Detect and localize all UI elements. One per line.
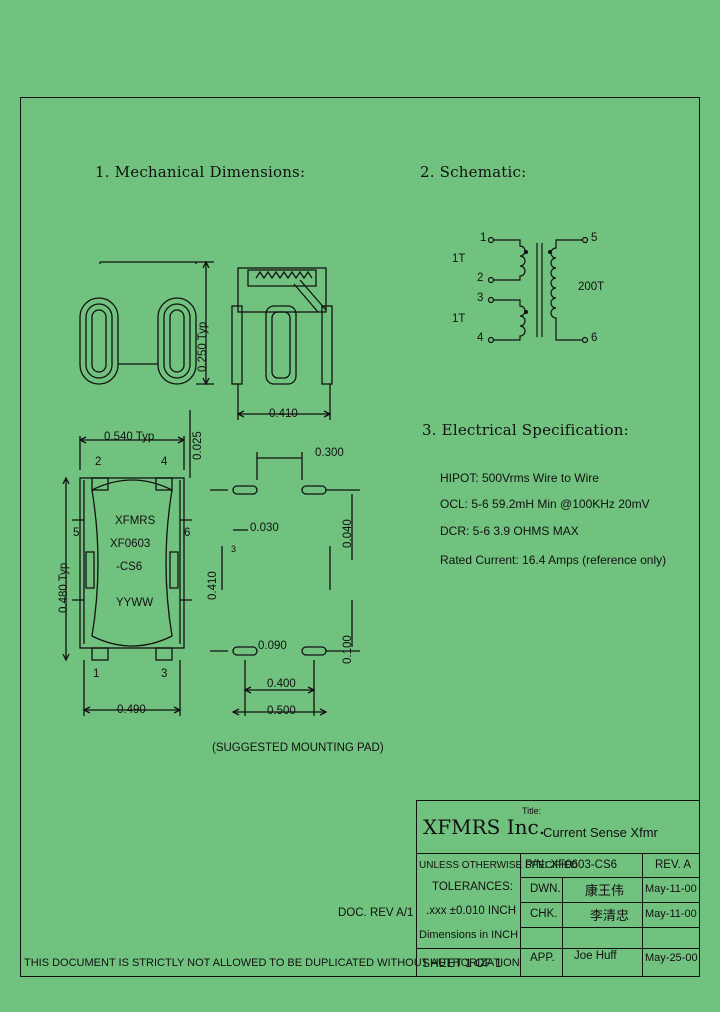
pin-label-4: 4 <box>161 456 168 468</box>
tb-rule <box>562 877 563 977</box>
checked-by: 李清忠 <box>590 908 630 923</box>
tolerances-label: TOLERANCES: <box>432 881 513 893</box>
tb-rule <box>642 853 643 977</box>
pin-5-terminal <box>581 236 589 244</box>
tb-rule <box>520 877 700 878</box>
approved-date: May-25-00 <box>645 952 698 964</box>
mechanical-dimensions-heading: 1. Mechanical Dimensions: <box>95 163 306 181</box>
pin-2-terminal <box>487 276 495 284</box>
marking-line-4: YYWW <box>116 597 154 609</box>
pin-6-terminal <box>581 336 589 344</box>
marking-line-1: XFMRS <box>115 515 156 527</box>
title-block <box>416 800 700 977</box>
drawn-date: May-11-00 <box>645 883 697 895</box>
pin-1-label: 1 <box>480 232 487 244</box>
pad-2 <box>91 477 109 491</box>
checked-label: CHK. <box>530 908 558 920</box>
pin-label-3: 3 <box>161 668 168 680</box>
pin-2-label: 2 <box>477 272 484 284</box>
dcr-spec: DCR: 5-6 3.9 OHMS MAX <box>440 524 579 538</box>
sheet-count: SHEET 1 OF 1 <box>422 956 502 970</box>
checked-date: May-11-00 <box>645 908 697 920</box>
pad-3 <box>155 647 173 661</box>
ocl-spec: OCL: 5-6 59.2mH Min @100KHz 20mV <box>440 497 650 511</box>
pin-label-2: 2 <box>95 456 102 468</box>
dim-0040: 0.040 <box>342 519 354 548</box>
tb-rule <box>520 853 521 977</box>
electrical-spec-heading: 3. Electrical Specification: <box>422 421 629 439</box>
drawn-label: DWN. <box>530 883 561 895</box>
dim-0540-typ: 0.540 Typ <box>104 431 155 443</box>
pin-5-label: 5 <box>591 232 598 244</box>
polarity-dot <box>524 250 528 254</box>
drawing-frame <box>20 97 700 977</box>
company-name: XFMRS Inc. <box>423 815 546 839</box>
dim-0030: 0.030 <box>250 522 279 534</box>
dim-0410-pad: 0.410 <box>207 571 219 600</box>
pin-4-terminal <box>487 336 495 344</box>
dim-0500: 0.500 <box>267 705 296 717</box>
pin-label-5: 5 <box>73 527 80 539</box>
approved-by: Joe Huff <box>574 950 617 962</box>
top-view-body <box>79 477 185 649</box>
tb-rule <box>520 902 700 903</box>
mounting-pad-caption: (SUGGESTED MOUNTING PAD) <box>212 742 384 754</box>
schematic-heading: 2. Schematic: <box>420 163 527 181</box>
unless-specified: UNLESS OTHERWISE SPECIFIED <box>419 860 578 871</box>
rated-current-spec: Rated Current: 16.4 Amps (reference only… <box>440 553 667 567</box>
marking-line-2: XF0603 <box>110 538 151 550</box>
part-number: P/N: XF0603-CS6 <box>525 859 618 871</box>
pin-4-label: 4 <box>477 332 484 344</box>
pin-3-label: 3 <box>477 292 484 304</box>
dim-0400: 0.400 <box>267 678 296 690</box>
pad-4 <box>155 477 173 491</box>
dimensions-unit: Dimensions in INCH <box>419 929 519 941</box>
pin-label-1: 1 <box>93 668 100 680</box>
polarity-dot <box>524 310 528 314</box>
pad-1 <box>91 647 109 661</box>
dim-0300: 0.300 <box>315 447 344 459</box>
pad-center-label: 3 <box>231 544 237 554</box>
tb-rule <box>416 948 700 949</box>
tb-rule <box>416 853 700 854</box>
dim-0100: 0.100 <box>342 635 354 664</box>
revision: REV. A <box>655 859 692 871</box>
hipot-spec: HIPOT: 500Vrms Wire to Wire <box>440 471 599 485</box>
dim-0480-typ: 0.480 Typ <box>58 562 70 613</box>
polarity-dot <box>548 250 552 254</box>
approved-label: APP. <box>530 952 555 964</box>
dim-0250-typ: 0.250 Typ <box>197 321 209 372</box>
document-title: Current Sense Xfmr <box>543 825 658 840</box>
dim-0090: 0.090 <box>258 640 287 652</box>
front-lead-right <box>321 305 333 385</box>
coil-left-outer <box>79 297 119 385</box>
dim-0025: 0.025 <box>192 431 204 460</box>
mount-pad-2 <box>232 485 258 495</box>
tb-rule <box>520 927 700 928</box>
footer-notice: THIS DOCUMENT IS STRICTLY NOT ALLOWED TO… <box>24 957 520 969</box>
dim-0490: 0.490 <box>117 704 146 716</box>
coil-right-outer <box>157 297 197 385</box>
marking-line-3: -CS6 <box>116 561 143 573</box>
dim-0410-front: 0.410 <box>269 408 298 420</box>
pin-1-terminal <box>487 236 495 244</box>
drawn-by: 康王伟 <box>585 883 625 898</box>
pin-label-6: 6 <box>184 527 191 539</box>
turns-top-label: 1T <box>452 253 466 265</box>
pin-6-label: 6 <box>591 332 598 344</box>
mount-pad-1 <box>232 646 258 656</box>
pin-3-terminal <box>487 296 495 304</box>
title-label: Title: <box>522 806 542 816</box>
turns-bottom-label: 1T <box>452 313 466 325</box>
mount-pad-4 <box>301 485 327 495</box>
doc-rev: DOC. REV A/1 <box>338 907 414 919</box>
front-lead-left <box>231 305 243 385</box>
tolerance-value: .xxx ±0.010 INCH <box>426 905 517 917</box>
mount-pad-3 <box>301 646 327 656</box>
turns-secondary-label: 200T <box>578 281 605 293</box>
